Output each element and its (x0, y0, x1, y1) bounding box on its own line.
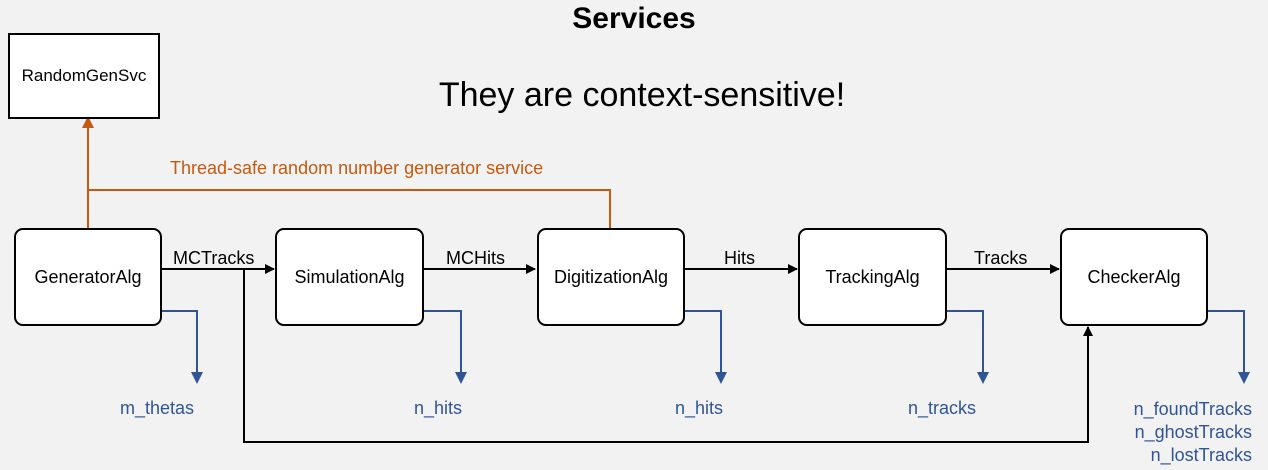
checker-lost-tracks: n_lostTracks (1150, 445, 1252, 465)
service-label: Thread-safe random number generator serv… (170, 158, 544, 178)
random-gen-svc-box: RandomGenSvc (8, 33, 160, 119)
monitor-arrow-checker (1207, 310, 1250, 384)
checker-found-tracks: n_foundTracks (1133, 399, 1252, 419)
page-title: Services (572, 2, 696, 35)
monitor-label-generator: m_thetas (120, 398, 195, 418)
simulation-alg-box: SimulationAlg (275, 228, 424, 326)
flow-arrow-mctracks-to-checker (243, 269, 1093, 443)
monitor-arrow-generator (161, 310, 203, 384)
tracking-alg-box: TrackingAlg (798, 228, 947, 326)
monitor-arrow-tracking (946, 310, 989, 384)
flow-label-hits: Hits (724, 248, 755, 268)
checker-ghost-tracks: n_ghostTracks (1134, 422, 1252, 442)
generator-alg-box: GeneratorAlg (14, 228, 162, 326)
digitization-alg-box: DigitizationAlg (537, 228, 685, 326)
service-link-digitization (88, 189, 611, 230)
checker-alg-box: CheckerAlg (1060, 228, 1208, 326)
monitor-label-checker: n_foundTracks n_ghostTracks n_lostTracks (1134, 398, 1252, 467)
subtitle: They are context-sensitive! (438, 76, 846, 114)
flow-label-mctracks: MCTracks (173, 248, 255, 268)
monitor-label-simulation: n_hits (414, 398, 463, 418)
monitor-label-tracking: n_tracks (908, 398, 977, 418)
monitor-arrow-digitization (684, 310, 727, 384)
monitor-label-digitization: n_hits (675, 398, 724, 418)
flow-label-mchits: MCHits (446, 248, 505, 268)
monitor-arrow-simulation (423, 310, 467, 384)
flow-label-tracks: Tracks (974, 248, 1028, 268)
